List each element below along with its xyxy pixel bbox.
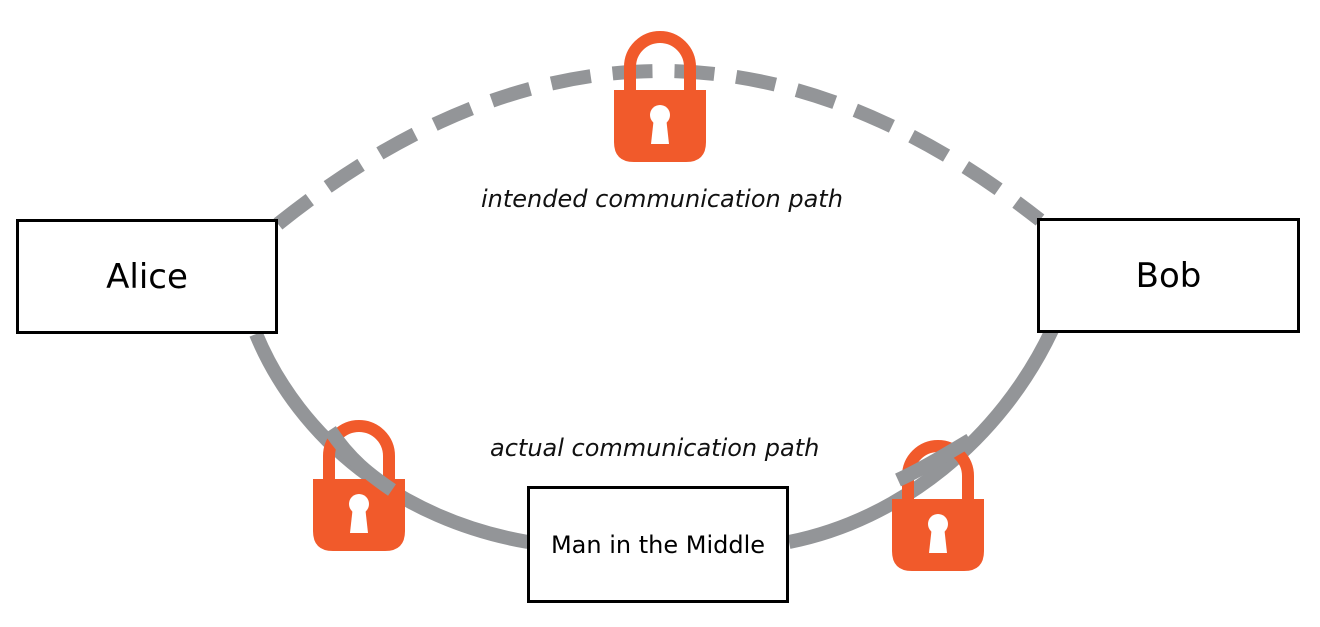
intended-path-line: [273, 64, 1045, 230]
bob-label: Bob: [1135, 255, 1202, 296]
actual-path-overlay-right: [895, 433, 974, 487]
intended-path-label: intended communication path: [481, 185, 843, 213]
alice-label: Alice: [106, 256, 188, 297]
actual-path-overlay-left: [324, 426, 396, 496]
actual-path-label: actual communication path: [490, 434, 820, 462]
man-in-the-middle-label: Man in the Middle: [550, 531, 766, 559]
man-in-the-middle-node: Man in the Middle: [527, 486, 789, 603]
actual-path-line-right: [787, 327, 1059, 549]
bob-node: Bob: [1037, 218, 1300, 333]
alice-node: Alice: [16, 219, 278, 334]
